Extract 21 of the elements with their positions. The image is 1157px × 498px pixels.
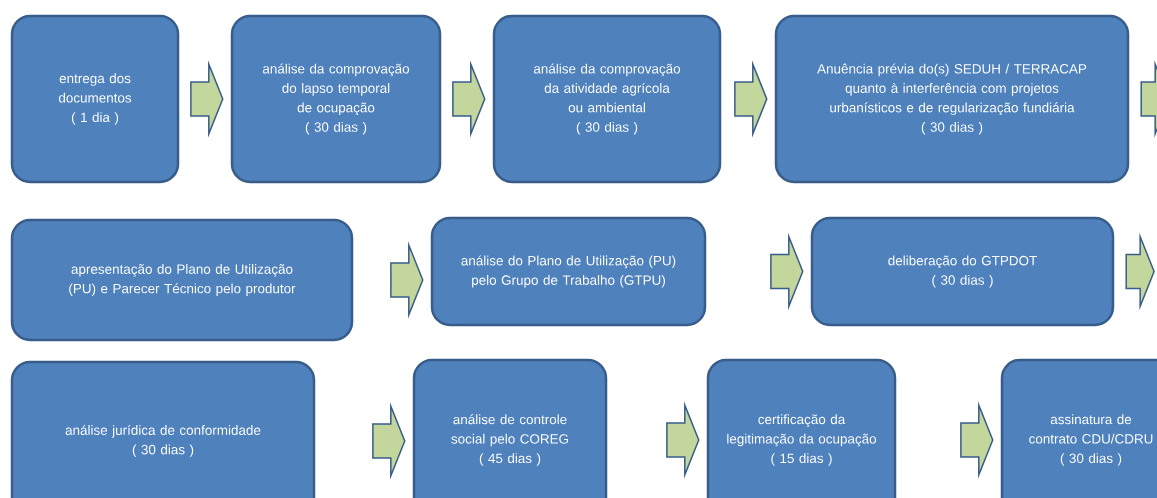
block-arrow (1125, 232, 1155, 311)
process-box: certificação da legitimação da ocupação ( 15 dias ) (706, 358, 897, 498)
block-arrow (452, 60, 486, 138)
process-box: análise da comprovação da atividade agrícola ou ambiental ( 30 dias ) (492, 14, 722, 184)
block-arrow (666, 401, 700, 479)
block-arrow (960, 401, 994, 479)
process-box: análise de controle social pelo COREG ( 45 dias ) (412, 358, 608, 498)
block-arrow (734, 60, 768, 138)
process-box: apresentação do Plano de Utilização (PU) e Parecer Técnico pelo produtor (10, 218, 354, 342)
process-box: análise do Plano de Utilização (PU) pelo Grupo de Trabalho (GTPU) (430, 216, 707, 327)
process-box: Anuência prévia do(s) SEDUH / TERRACAP quanto à interferência com projetos urbanísticos e de regularização fundiária ( 30 dias ) (774, 14, 1130, 184)
block-arrow (390, 241, 424, 319)
block-arrow (190, 60, 224, 138)
block-arrow (1140, 60, 1157, 138)
block-arrow (770, 232, 804, 311)
process-box: análise da comprovação do lapso temporal de ocupação ( 30 dias ) (230, 14, 442, 184)
process-box: entrega dos documentos ( 1 dia ) (10, 14, 180, 184)
block-arrow (372, 402, 406, 480)
process-box: análise jurídica de conformidade ( 30 dias ) (10, 360, 316, 498)
process-box: deliberação do GTPDOT ( 30 dias ) (810, 216, 1115, 327)
process-box: assinatura de contrato CDU/CDRU ( 30 dias ) (1000, 358, 1157, 498)
